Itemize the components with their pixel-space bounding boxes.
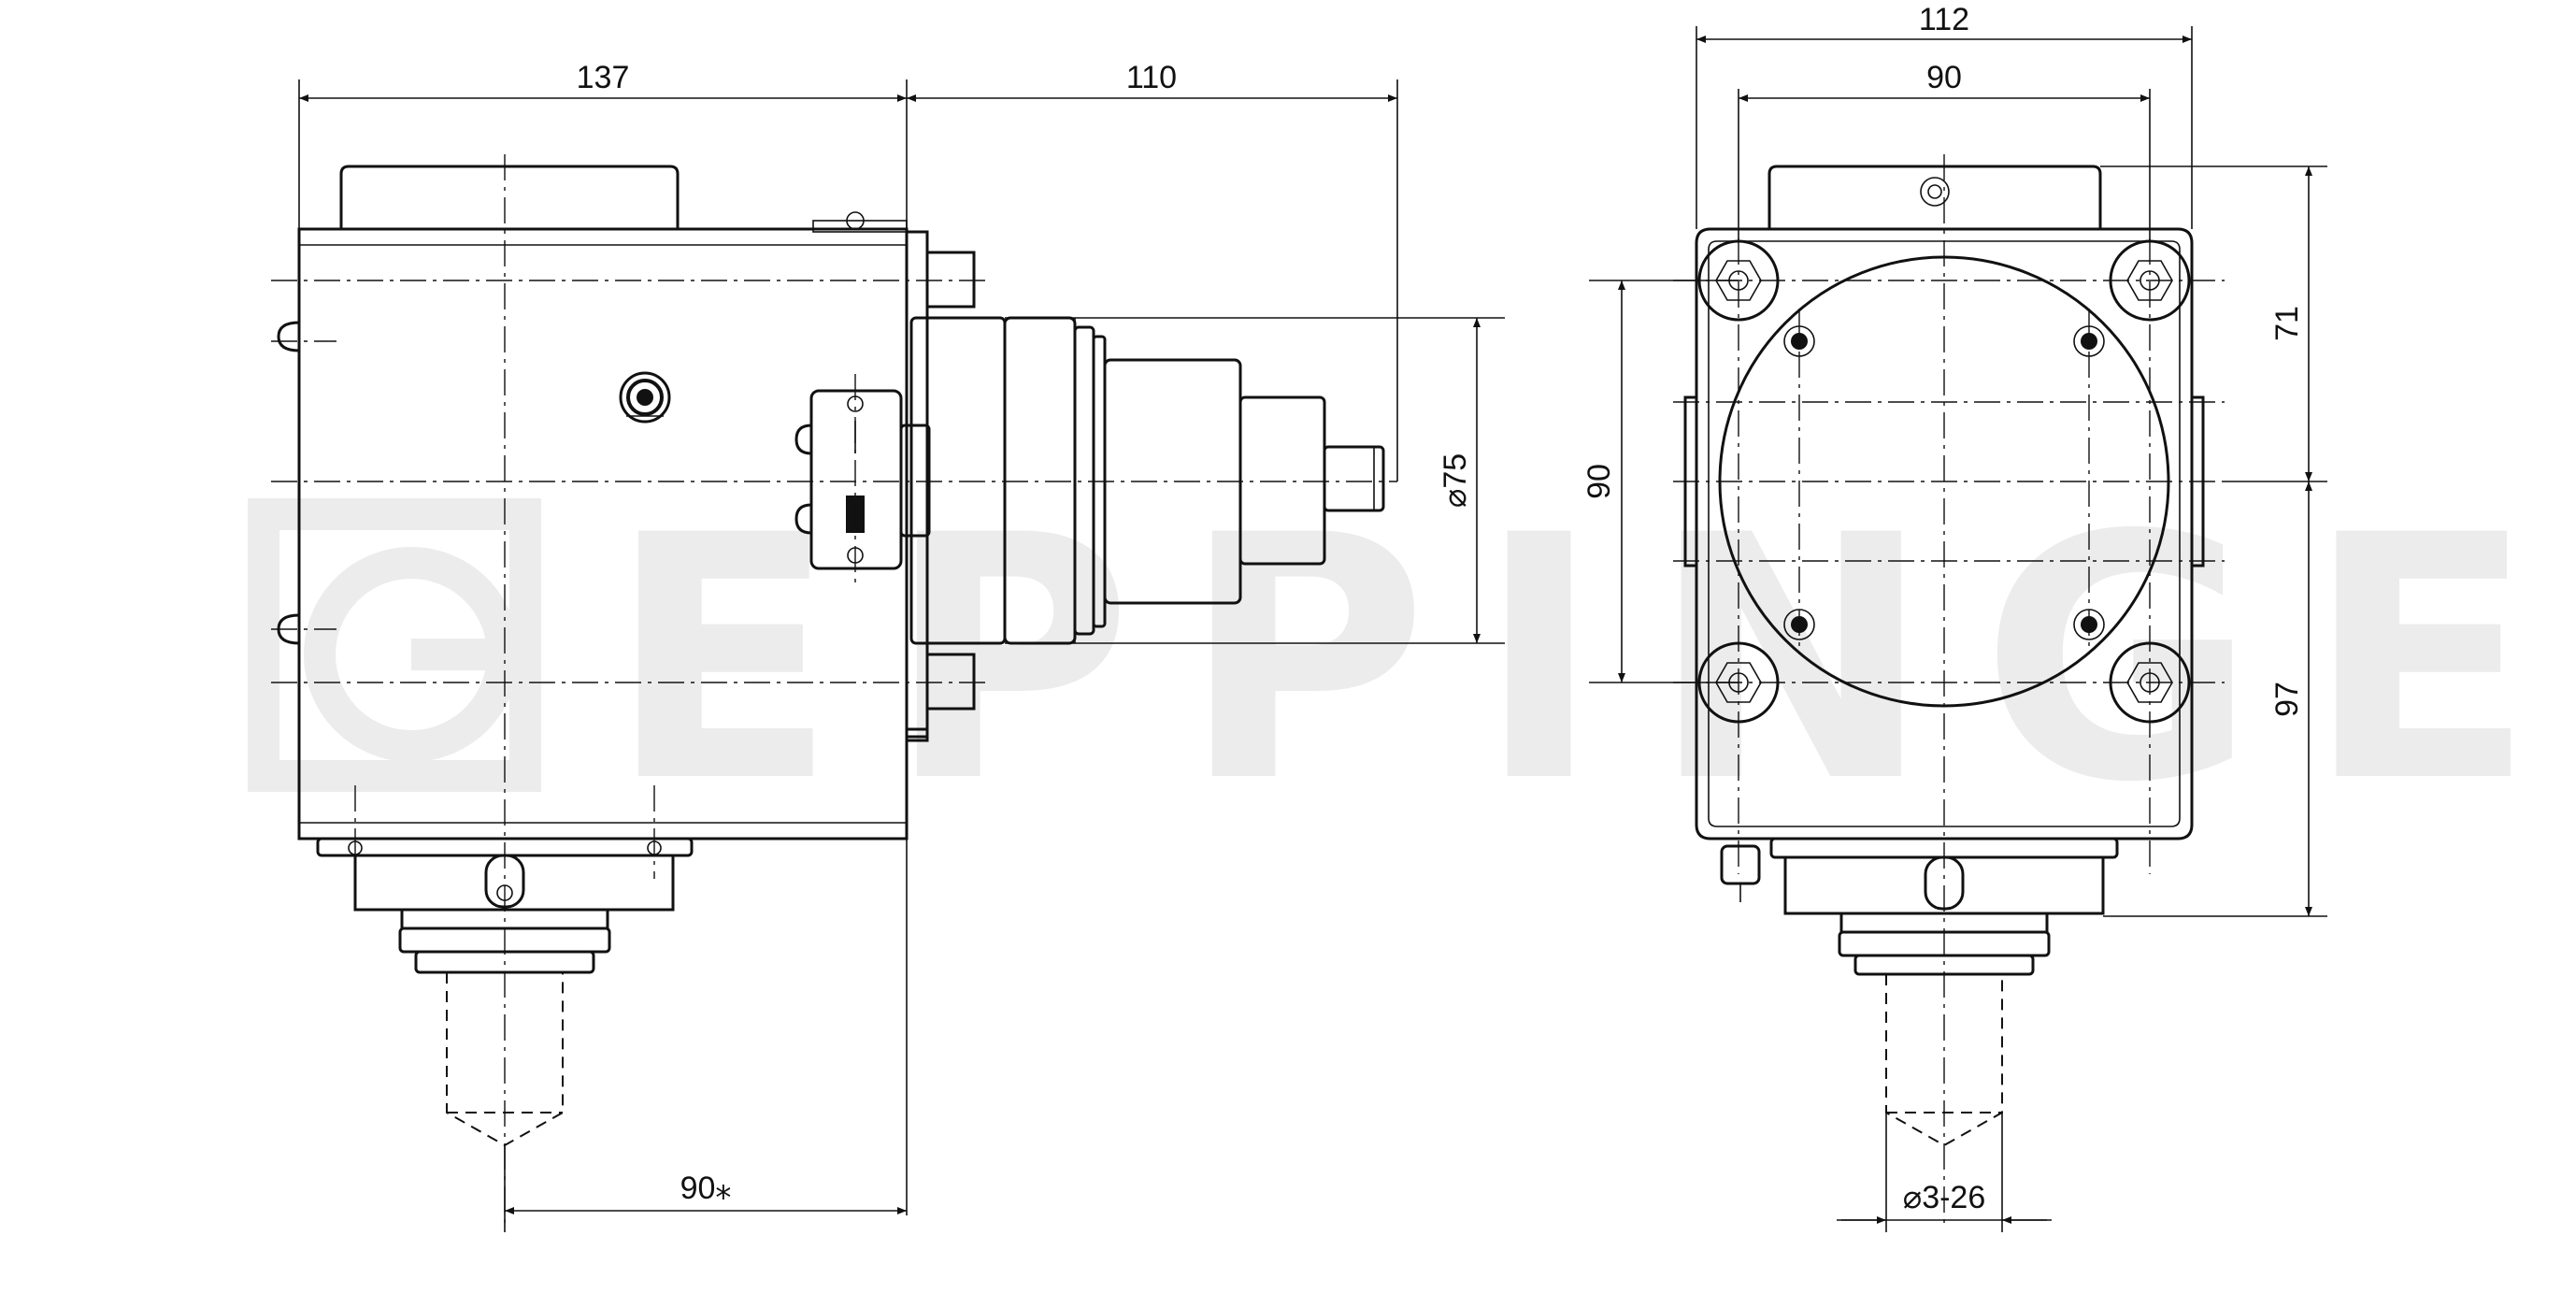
dim-137-label: 137 [577, 60, 630, 95]
dim-diameter-75-label: ⌀75 [1438, 453, 1473, 508]
side-view-dimensions: 137 110 ⌀75 90⁎ [298, 60, 1505, 1232]
brand-watermark: EPPINGER [248, 464, 2576, 855]
dim-110-label: 110 [1126, 60, 1177, 95]
grease-nipple-icon [619, 371, 671, 424]
watermark-text: EPPINGER [608, 464, 2576, 855]
dim-71-label: 71 [2269, 306, 2305, 341]
dim-112-label: 112 [1919, 2, 1969, 37]
dim-90-vertical-label: 90 [1581, 464, 1617, 499]
front-view-dimensions: 112 90 90 71 97 ⌀3-26 [1581, 2, 2327, 1232]
brand-logo-icon [248, 498, 541, 792]
dim-90-top-label: 90 [1926, 60, 1962, 95]
dim-97-label: 97 [2269, 682, 2305, 717]
mounting-plate [1695, 227, 2194, 840]
dim-collet-range-label: ⌀3-26 [1903, 1180, 1986, 1215]
front-view [1673, 154, 2225, 1229]
dim-90-bottom-label: 90⁎ [680, 1171, 732, 1206]
rotation-label-plate [794, 389, 931, 570]
